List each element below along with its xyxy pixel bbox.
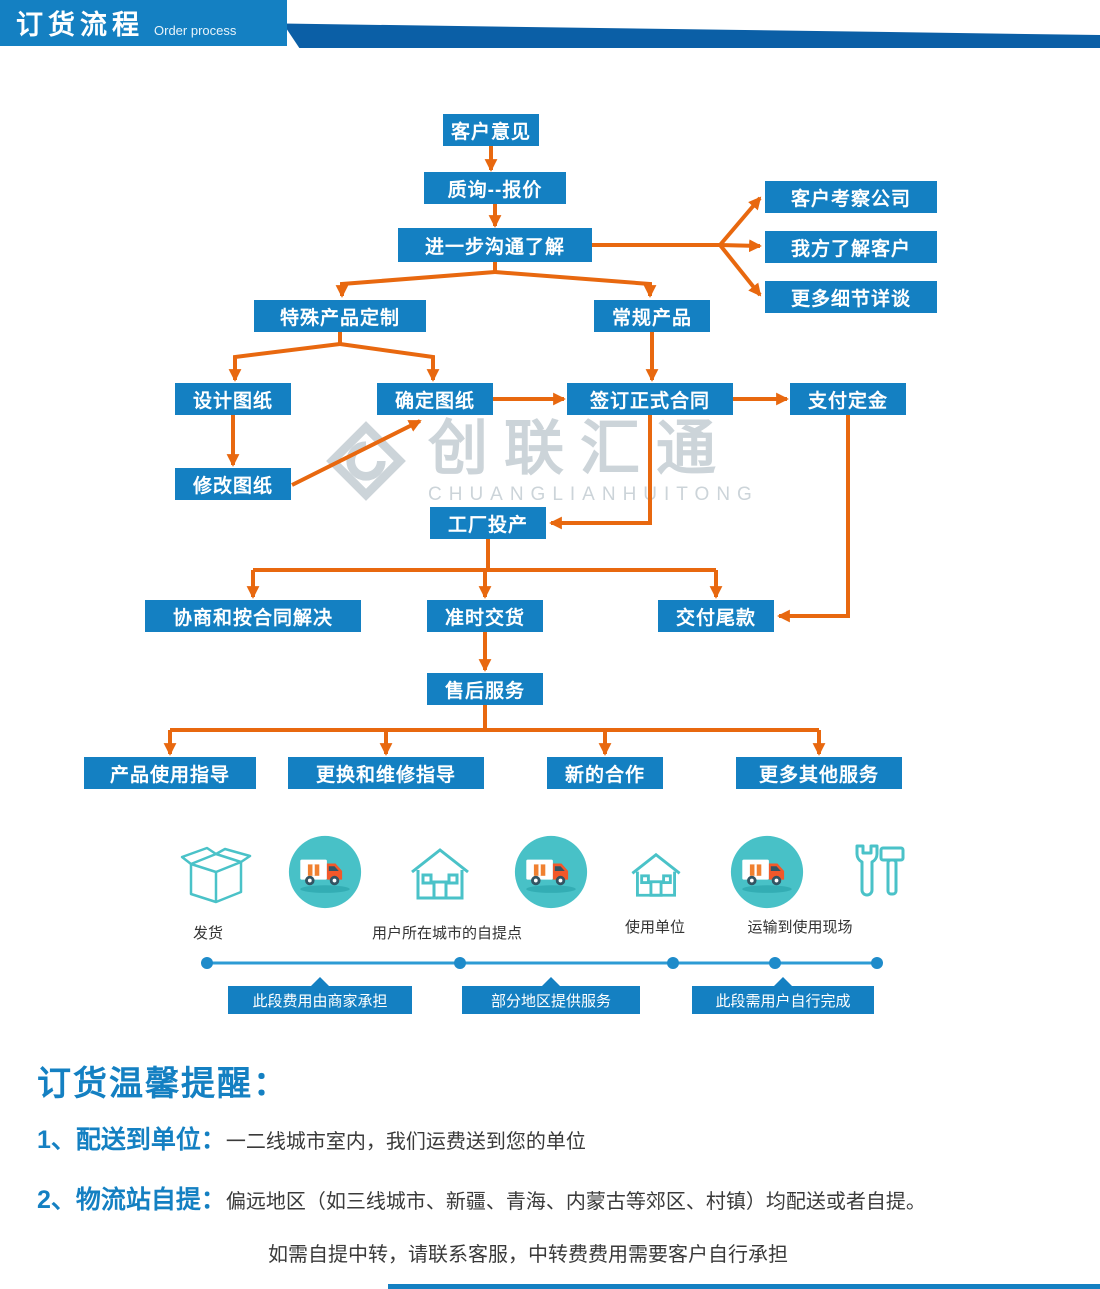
logistics-label-transport-to-site: 运输到使用现场	[747, 919, 853, 936]
flow-node-customer-feedback: 客户意见	[443, 114, 539, 146]
pickup-house-icon	[411, 848, 469, 900]
flow-node-factory-production: 工厂投产	[430, 507, 546, 539]
notice-item-head: 1、配送到单位：	[37, 1126, 226, 1154]
flow-node-after-sales: 售后服务	[427, 673, 543, 705]
notice-item-pickup: 2、物流站自提：偏远地区（如三线城市、新疆、青海、内蒙古等郊区、村镇）均配送或者…	[37, 1180, 926, 1216]
flow-node-sign-contract: 签订正式合同	[567, 383, 733, 415]
notice-item-head: 2、物流站自提：	[37, 1186, 226, 1214]
notice-item-body: 偏远地区（如三线城市、新疆、青海、内蒙古等郊区、村镇）均配送或者自提。	[225, 1191, 926, 1213]
flow-node-revise-drawing: 修改图纸	[175, 468, 291, 500]
logistics-timeline	[201, 957, 883, 969]
notice-item-delivery: 1、配送到单位：一二线城市室内，我们运费送到您的单位	[37, 1120, 586, 1156]
page-header: 订货流程 Order process	[0, 0, 287, 46]
brand-watermark: 创联汇通 CHUANGLIANHUITONG	[322, 416, 759, 506]
bottom-divider	[388, 1284, 1100, 1289]
delivery-truck-icon	[513, 834, 589, 910]
flow-node-more-details-talk: 更多细节详谈	[765, 281, 937, 313]
page-subtitle: Order process	[154, 23, 237, 39]
flow-node-final-payment: 交付尾款	[658, 600, 774, 632]
flow-node-custom-product: 特殊产品定制	[254, 300, 426, 332]
flow-node-further-communication: 进一步沟通了解	[398, 228, 592, 262]
delivery-truck-icon	[729, 834, 805, 910]
watermark-name-en: CHUANGLIANHUITONG	[428, 484, 759, 505]
flow-node-replacement-repair-guidance: 更换和维修指导	[288, 757, 484, 789]
flow-node-usage-guidance: 产品使用指导	[84, 757, 256, 789]
flow-node-regular-product: 常规产品	[594, 300, 710, 332]
flow-node-client-inspect-company: 客户考察公司	[765, 181, 937, 213]
timeline-ribbon-merchant-pays: 此段费用由商家承担	[228, 977, 412, 1014]
tools-icon	[855, 844, 905, 897]
flow-node-pay-deposit: 支付定金	[790, 383, 906, 415]
package-icon	[180, 846, 252, 904]
flow-node-we-know-client: 我方了解客户	[765, 231, 937, 263]
pickup-house-icon	[631, 852, 681, 897]
logistics-label-ship: 发货	[192, 925, 223, 942]
flow-node-negotiate-resolve: 协商和按合同解决	[145, 600, 361, 632]
logistics-label-using-unit: 使用单位	[624, 919, 685, 936]
logistics-label-pickup-point: 用户所在城市的自提点	[371, 925, 522, 942]
flow-node-on-time-delivery: 准时交货	[427, 600, 543, 632]
flow-node-more-services: 更多其他服务	[736, 757, 902, 789]
delivery-truck-icon	[287, 834, 363, 910]
timeline-ribbon-user-completes: 此段需用户自行完成	[692, 977, 874, 1014]
page-title: 订货流程	[16, 10, 144, 40]
watermark-name: 创联汇通	[428, 415, 732, 482]
notice-item-body: 一二线城市室内，我们运费送到您的单位	[225, 1131, 586, 1153]
notice-title: 订货温馨提醒：	[37, 1065, 289, 1103]
notice-extra-line: 如需自提中转，请联系客服，中转费费用需要客户自行承担	[268, 1244, 788, 1266]
flow-node-confirm-drawing: 确定图纸	[377, 383, 493, 415]
flow-node-new-cooperation: 新的合作	[547, 757, 663, 789]
flow-node-inquiry-quote: 质询--报价	[424, 172, 566, 204]
brand-logo-icon	[326, 421, 406, 501]
timeline-ribbon-partial-service: 部分地区提供服务	[462, 977, 640, 1014]
flowchart-arrows	[163, 146, 850, 756]
flow-node-design-drawing: 设计图纸	[175, 383, 291, 415]
